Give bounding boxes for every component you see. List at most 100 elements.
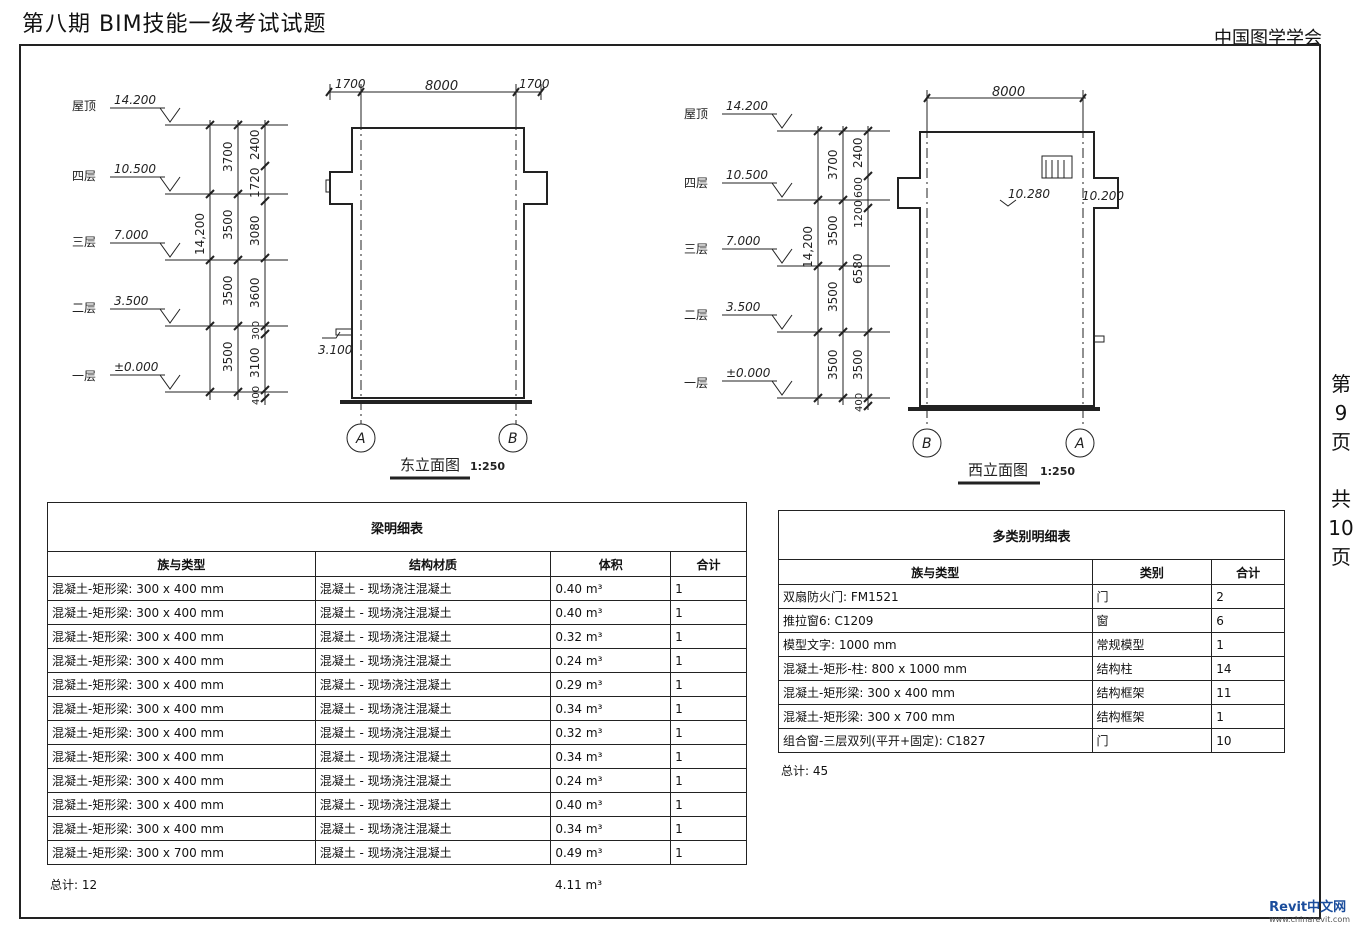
table-cell: 混凝土-矩形梁: 300 x 400 mm (47, 648, 316, 673)
svg-text:3600: 3600 (248, 277, 262, 308)
table-cell: 混凝土 - 现场浇注混凝土 (314, 624, 552, 649)
svg-text:2400: 2400 (851, 137, 865, 168)
table-cell: 混凝土-矩形梁: 300 x 400 mm (47, 816, 316, 841)
table-cell: 混凝土-矩形梁: 300 x 400 mm (47, 720, 316, 745)
east-level-2: 三层 7.000 (72, 228, 288, 261)
table-cell: 1 (670, 768, 747, 793)
east-level-3: 二层 3.500 (72, 294, 288, 327)
svg-text:3500: 3500 (221, 275, 235, 306)
east-level-1: 四层 10.500 (72, 162, 288, 195)
svg-text:1720: 1720 (248, 167, 262, 198)
table-cell: 组合窗-三层双列(平开+固定): C1827 (778, 728, 1093, 753)
svg-text:3500: 3500 (826, 349, 840, 380)
svg-text:3500: 3500 (826, 215, 840, 246)
west-level-1: 四层 10.500 (684, 168, 890, 201)
table-cell: 推拉窗6: C1209 (778, 608, 1093, 633)
table-cell: 混凝土 - 现场浇注混凝土 (314, 744, 552, 769)
table-cell: 混凝土 - 现场浇注混凝土 (314, 648, 552, 673)
svg-text:10.500: 10.500 (114, 162, 156, 176)
west-level-2: 三层 7.000 (684, 234, 890, 267)
table-cell: 1 (670, 696, 747, 721)
svg-text:10.500: 10.500 (726, 168, 768, 182)
svg-text:3500: 3500 (826, 281, 840, 312)
svg-text:±0.000: ±0.000 (114, 360, 159, 374)
table-cell: 1 (670, 816, 747, 841)
east-level-0: 屋顶 14.200 (72, 93, 288, 126)
svg-text:1:250: 1:250 (1040, 465, 1075, 478)
svg-text:14,200: 14,200 (801, 226, 815, 268)
svg-text:8000: 8000 (992, 85, 1025, 100)
table-cell: 双扇防火门: FM1521 (778, 584, 1093, 609)
svg-text:3700: 3700 (221, 141, 235, 172)
table-cell: 混凝土-矩形梁: 300 x 400 mm (47, 576, 316, 601)
table-cell: 1 (670, 648, 747, 673)
svg-text:三层: 三层 (684, 242, 708, 256)
table-cell: 窗 (1091, 608, 1213, 633)
col-header: 结构材质 (314, 551, 552, 577)
west-level-0: 屋顶 14.200 (684, 99, 890, 132)
svg-text:3080: 3080 (248, 215, 262, 246)
table-cell: 1 (670, 720, 747, 745)
table-cell: 混凝土-矩形梁: 300 x 400 mm (47, 600, 316, 625)
table-cell: 1 (670, 672, 747, 697)
drawing-frame (19, 44, 1321, 919)
table-cell: 1 (670, 576, 747, 601)
table-cell: 门 (1091, 584, 1213, 609)
table-cell: 0.29 m³ (550, 672, 672, 697)
organization-name: 中国图学学会 (1214, 28, 1322, 49)
svg-text:二层: 二层 (72, 301, 96, 315)
svg-text:3.500: 3.500 (114, 294, 149, 308)
category-schedule-title: 多类别明细表 (778, 510, 1285, 560)
table-cell: 混凝土 - 现场浇注混凝土 (314, 696, 552, 721)
table-cell: 6 (1211, 608, 1285, 633)
west-level-3: 二层 3.500 (684, 300, 890, 333)
col-header: 体积 (550, 551, 672, 577)
west-elevation: 屋顶 14.200 四层 10.500 三层 7.000 二层 3.500 一层… (684, 85, 1124, 485)
col-header: 族与类型 (47, 551, 316, 577)
svg-text:3500: 3500 (221, 341, 235, 372)
table-cell: 混凝土 - 现场浇注混凝土 (314, 600, 552, 625)
svg-text:3700: 3700 (826, 149, 840, 180)
table-cell: 11 (1211, 680, 1285, 705)
table-cell: 1 (670, 792, 747, 817)
east-level-4: 一层 ±0.000 (72, 360, 288, 393)
svg-text:A: A (355, 431, 366, 447)
table-cell: 10 (1211, 728, 1285, 753)
table-cell: 混凝土-矩形梁: 300 x 400 mm (47, 768, 316, 793)
svg-text:300: 300 (251, 321, 262, 340)
svg-text:B: B (508, 431, 518, 447)
table-cell: 混凝土 - 现场浇注混凝土 (314, 816, 552, 841)
table-cell: 混凝土-矩形梁: 300 x 400 mm (47, 744, 316, 769)
table-cell: 混凝土 - 现场浇注混凝土 (314, 720, 552, 745)
svg-text:7.000: 7.000 (726, 234, 761, 248)
svg-text:1700: 1700 (335, 77, 366, 91)
table-cell: 0.34 m³ (550, 816, 672, 841)
svg-text:7.000: 7.000 (114, 228, 149, 242)
table-cell: 0.24 m³ (550, 648, 672, 673)
table-cell: 常规模型 (1091, 632, 1213, 657)
svg-text:2400: 2400 (248, 129, 262, 160)
svg-text:14,200: 14,200 (193, 213, 207, 255)
svg-text:屋顶: 屋顶 (684, 107, 708, 121)
category-total-count: 总计: 45 (781, 764, 829, 778)
table-cell: 混凝土 - 现场浇注混凝土 (314, 840, 552, 865)
table-cell: 混凝土-矩形梁: 300 x 400 mm (47, 672, 316, 697)
svg-text:14.200: 14.200 (114, 93, 156, 107)
table-cell: 混凝土-矩形梁: 300 x 400 mm (778, 680, 1093, 705)
east-elevation: 屋顶 14.200 四层 10.500 三层 7.000 二层 3.500 一层… (72, 77, 550, 480)
table-cell: 结构柱 (1091, 656, 1213, 681)
